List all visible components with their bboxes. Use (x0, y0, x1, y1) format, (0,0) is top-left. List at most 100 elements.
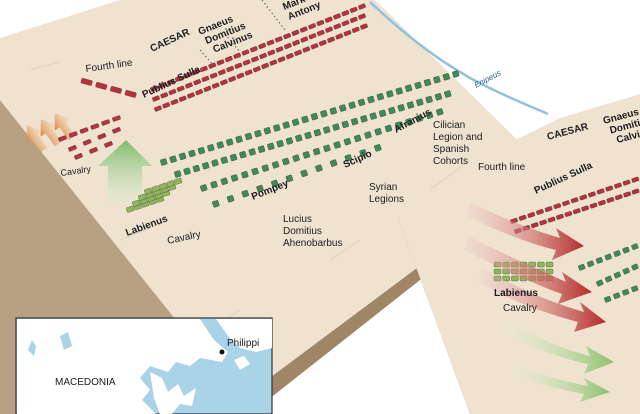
second-gnaeus-line-3: Calvi (615, 129, 640, 146)
inset-land-chalcidice (150, 372, 196, 414)
pompey-legion-block (271, 161, 280, 169)
second-caesar-block (631, 176, 640, 183)
counter-attack-arrow (506, 322, 614, 374)
counter-attack-arrow (512, 366, 610, 402)
pompey-legion-block (302, 151, 311, 159)
caesar-legion-block (291, 29, 300, 36)
caesar-legion-block (166, 78, 175, 86)
second-pompey-block (613, 271, 622, 279)
fourth-line-block (95, 81, 108, 90)
second-caesar-block (623, 191, 632, 198)
pompey-legion-block (341, 120, 350, 129)
caesar-legion-block (162, 102, 171, 109)
caesar-legion-block (201, 75, 210, 82)
second-caesar-block (581, 205, 590, 212)
caesar-legion-block (358, 13, 366, 20)
second-caesar-block (614, 194, 623, 201)
fourth-line-block (79, 127, 89, 134)
caesar-legion-block (154, 105, 162, 112)
second-fourth-line-label: Fourth line (478, 162, 526, 173)
pompey-legion-block (332, 123, 340, 131)
pompey-legion-block (178, 152, 187, 161)
caesar-legion-block (358, 3, 366, 10)
pompey-legion-block (220, 177, 229, 186)
pompey-legion-block (434, 93, 443, 101)
pompey-legion-block (333, 141, 341, 149)
macedonia-label: MACEDONIA (55, 377, 116, 388)
pompey-legion-block (394, 121, 403, 129)
pompey-legion-block (378, 109, 387, 118)
caesar-legion-block (343, 30, 352, 37)
pompey-legion-block (329, 159, 338, 167)
caesar-legion-block (158, 82, 167, 89)
syrian-line-1: Syrian (369, 182, 397, 193)
caesar-legion-block (266, 39, 275, 46)
caesar-legion-block (170, 98, 179, 106)
pompey-legion-block (406, 101, 415, 109)
fourth-line-block (68, 131, 78, 138)
second-pompey-block (604, 295, 612, 303)
second-pompey-block (631, 263, 639, 271)
attack-arrow (464, 236, 592, 304)
pompey-legion-block (315, 164, 323, 173)
caesar-legion-block (294, 49, 303, 56)
pompey-legion-block (304, 131, 312, 140)
second-caesar-block (572, 208, 581, 215)
pompey-legion-block (312, 147, 321, 156)
pompey-legion-block (414, 81, 422, 90)
second-caesar-block (562, 200, 570, 207)
pompey-legion-block (384, 124, 393, 133)
second-labienus-block (493, 268, 502, 275)
second-pompey-block (631, 243, 639, 251)
counter-attack-arrow (98, 140, 152, 202)
caesar-legion-block (259, 52, 268, 60)
caesar-cavalry-block (104, 141, 113, 148)
second-pompey-block (604, 275, 613, 283)
caesar-legion-block (285, 52, 294, 60)
second-labienus-block (537, 261, 545, 268)
pompey-legion-block (295, 134, 303, 142)
caesar-legion-block (152, 95, 160, 102)
pompey-legion-block (386, 90, 394, 98)
caesar-legion-block (203, 85, 212, 92)
caesar-legion-block (349, 6, 358, 13)
pompey-legion-block (230, 174, 239, 182)
second-caesar-block (606, 197, 615, 203)
pompey-legion-block (183, 167, 191, 176)
caesar-cavalry-block (82, 139, 92, 146)
caesar-cavalry-block (97, 133, 107, 140)
caesar-legion-block (150, 85, 158, 92)
pompey-legion-block (207, 144, 215, 152)
second-board (398, 94, 640, 414)
second-labienus-block (511, 275, 519, 282)
caesar-legion-block (183, 72, 192, 79)
pompey-legion-block (169, 155, 177, 163)
pompey-legion-block (254, 129, 262, 138)
second-caesar-block (539, 219, 548, 226)
pompey-legion-block (350, 117, 359, 126)
pompey-legion-block (359, 149, 367, 157)
caesar-legion-block (217, 69, 226, 76)
caesar-legion-block (316, 29, 325, 37)
pompey-legion-block (425, 111, 434, 120)
caesar-legion-block (360, 23, 368, 30)
second-pompey-block (578, 263, 586, 271)
cavalry-advance-arrow (40, 119, 62, 147)
second-pompey-block (613, 250, 621, 257)
pompey-legion-block (369, 112, 377, 120)
second-caesar-block (530, 222, 539, 229)
attack-arrow (478, 268, 606, 332)
second-pompey-block (622, 267, 630, 275)
pompey-legion-block (188, 149, 196, 158)
cilician-legion-label: Cilician Legion and Spanish Cohorts (433, 120, 485, 167)
pompey-legion-block (273, 124, 281, 132)
second-pompey-block (596, 279, 604, 287)
caesar-legion-block (351, 26, 360, 33)
pompey-legion-block (300, 169, 308, 178)
inset-land-thrace (216, 319, 272, 352)
second-caesar-block (570, 197, 579, 204)
pompey-legion-block (338, 104, 347, 112)
pompey-legion-block (282, 121, 290, 129)
caesar-legion-block (228, 75, 237, 83)
